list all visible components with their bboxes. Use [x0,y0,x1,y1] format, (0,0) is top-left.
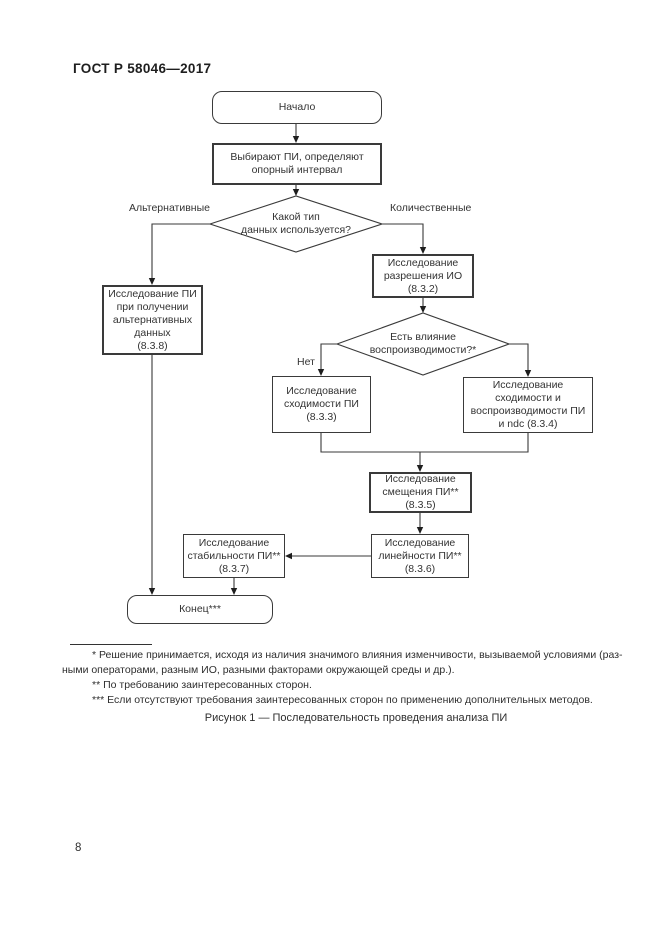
branch-label-alternative: Альтернативные [129,202,210,214]
node-end: Конец*** [127,595,273,624]
figure-caption: Рисунок 1 — Последовательность проведени… [204,712,508,724]
arrowhead [292,136,300,143]
arrowhead [285,552,292,560]
connector-merge [320,433,529,453]
footnote-rule [70,644,152,645]
arrowhead [230,588,238,595]
footnote-line: *** Если отсутствуют требования заинтере… [92,694,593,706]
footnotes: * Решение принимается, исходя из наличия… [62,648,623,708]
footnote-line: * Решение принимается, исходя из наличия… [92,649,623,661]
footnote-line: ными операторами, разным ИО, разными фак… [62,664,455,676]
branch-label-quantitative: Количественные [390,202,472,214]
arrowhead [416,465,424,472]
connector-decision1-left [151,223,210,283]
node-start: Начало [212,91,382,124]
arrowhead [292,189,300,196]
arrowhead [148,588,156,595]
arrowhead [524,370,532,377]
page-number: 8 [75,842,82,854]
branch-label-no: Нет [297,356,315,368]
arrowhead [148,278,156,285]
node-start-label: Начало [278,101,316,113]
arrowhead [419,306,427,313]
footnote-line: ** По требованию заинтересованных сторон… [92,679,312,691]
arrowhead [419,247,427,254]
node-end-label: Конец*** [179,603,221,615]
arrowhead [416,527,424,534]
connector-decision1-right [382,223,424,252]
standard-number-header: ГОСТ Р 58046—2017 [73,61,212,76]
arrowhead [317,369,325,376]
